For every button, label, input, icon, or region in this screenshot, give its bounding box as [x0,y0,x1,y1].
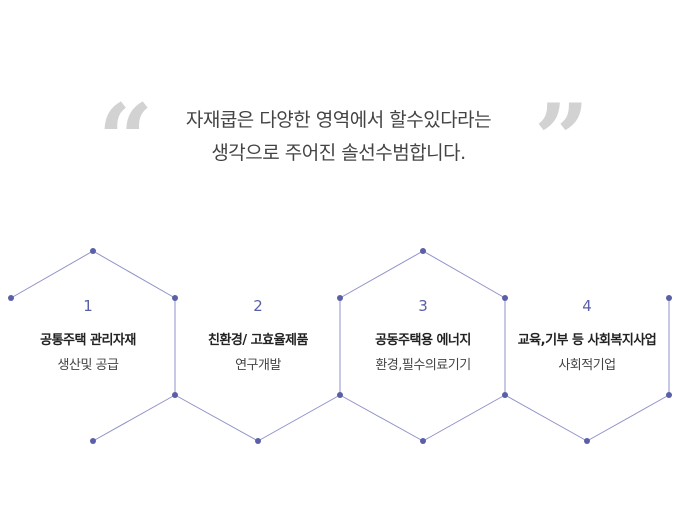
hexagon-edge-4 [92,394,176,442]
hexagon-vertex-dot [666,295,672,301]
item-title: 공동주택용 에너지 [375,333,471,348]
hexagon-vertex-dot [90,438,96,444]
hexagon-vertex-dot [502,392,508,398]
hexagon-vertex-dot [502,295,508,301]
hexagon-vertex-dot [172,392,178,398]
hexagon-vertex-dot [337,295,343,301]
hexagon-edge-8 [339,250,424,299]
item-title: 교육,기부 등 사회복지사업 [517,333,657,348]
business-item-3: 3 공동주택용 에너지 환경,필수의료기기 [341,297,505,373]
business-item-4: 4 교육,기부 등 사회복지사업 사회적기업 [505,297,669,373]
open-quote-mark: “ [98,83,154,196]
hexagon-edge-9 [422,250,506,299]
hexagon-vertex-dot [8,295,14,301]
item-title: 친환경/ 고효율제품 [208,333,308,348]
hexagon-vertex-dot [172,295,178,301]
hexagon-vertex-dot [666,392,672,398]
hexagon-vertices [8,248,672,444]
hexagon-vertex-dot [255,438,261,444]
tagline-line-2: 생각으로 주어진 솔선수범합니다. [211,142,466,164]
hexagon-edge-6 [257,394,341,442]
item-subtitle: 생산및 공급 [57,358,119,373]
item-subtitle: 연구개발 [235,358,281,373]
hexagon-edge-14 [586,394,670,442]
business-item-2: 2 친환경/ 고효율제품 연구개발 [176,297,340,373]
hexagon-edge-2 [92,250,176,299]
hexagon-edge-12 [422,394,506,442]
hexagon-edge-13 [504,394,588,442]
item-number: 1 [83,297,93,315]
tagline: 자재쿱은 다양한 영역에서 할수있다라는 생각으로 주어진 솔선수범합니다. [160,104,517,170]
item-number: 2 [253,297,263,315]
item-number: 4 [582,297,592,315]
hexagon-lines [10,250,670,442]
hexagon-vertex-dot [584,438,590,444]
hexagon-edge-11 [339,394,424,442]
business-item-1: 1 공통주택 관리자재 생산및 공급 [6,297,170,373]
tagline-line-1: 자재쿱은 다양한 영역에서 할수있다라는 [185,109,492,131]
close-quote-mark: ” [534,83,590,196]
hexagon-vertex-dot [420,438,426,444]
item-number: 3 [418,297,428,315]
hexagon-vertex-dot [337,392,343,398]
hexagon-vertex-dot [90,248,96,254]
item-subtitle: 환경,필수의료기기 [375,358,471,373]
hexagon-vertex-dot [420,248,426,254]
hexagon-edge-5 [174,394,259,442]
hexagon-edge-1 [10,250,94,299]
item-subtitle: 사회적기업 [558,358,616,373]
item-title: 공통주택 관리자재 [40,333,136,348]
